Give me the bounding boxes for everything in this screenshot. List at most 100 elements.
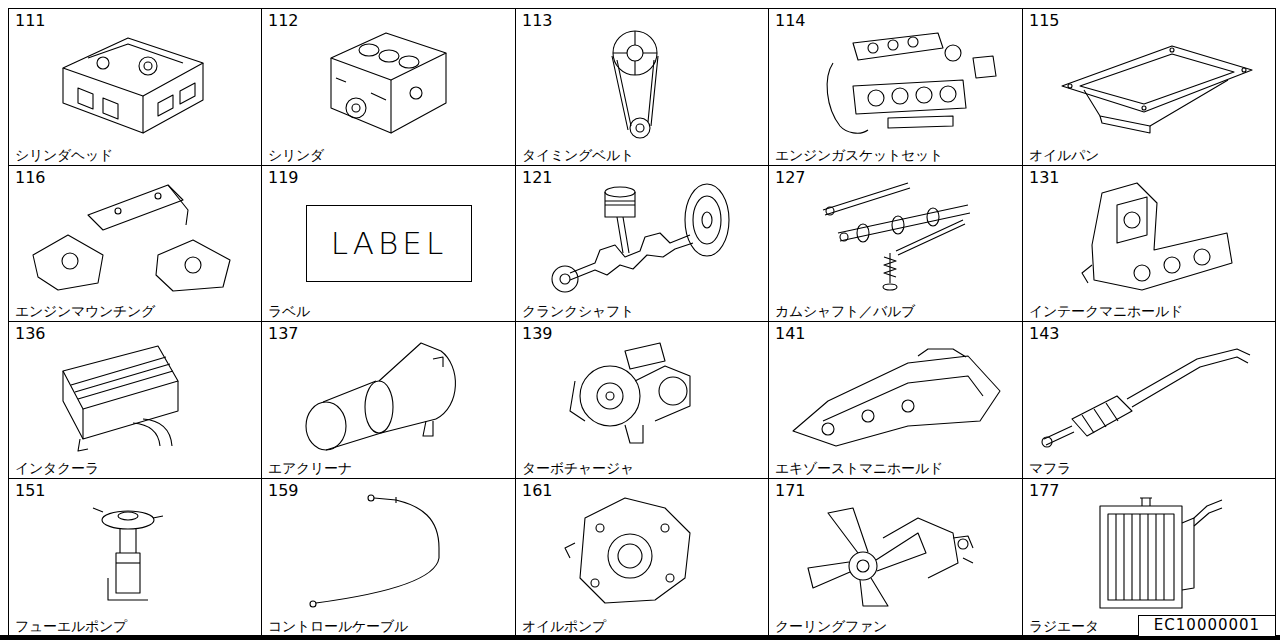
callout-number: 161 xyxy=(522,482,553,500)
callout-number: 121 xyxy=(522,169,553,187)
drawing-stroke xyxy=(685,184,729,256)
drawing-stroke xyxy=(868,90,884,106)
catalog-cell: 139ターボチャージャ xyxy=(515,321,769,479)
drawing-stroke xyxy=(630,118,650,138)
drawing-stroke xyxy=(570,243,693,280)
drawing-stroke xyxy=(78,439,88,451)
drawing-stroke xyxy=(410,87,422,99)
drawing-stroke xyxy=(902,400,914,412)
callout-number: 119 xyxy=(268,169,299,187)
cylinder-block-drawing xyxy=(331,33,446,133)
callout-number: 116 xyxy=(15,169,46,187)
drawing-stroke xyxy=(185,257,201,273)
callout-number: 136 xyxy=(15,325,46,343)
drawing-stroke xyxy=(860,578,888,606)
drawing-stroke xyxy=(702,212,712,228)
drawing-stroke xyxy=(62,253,78,269)
figure-code: EC10000001 xyxy=(1154,617,1260,634)
drawing-stroke xyxy=(399,56,419,68)
drawing-stroke xyxy=(331,58,391,133)
part-name: ラベル xyxy=(268,303,312,319)
part-name: オイルポンプ xyxy=(522,618,608,634)
drawing-stroke xyxy=(892,216,904,234)
drawing-stroke xyxy=(613,31,657,75)
drawing-stroke xyxy=(88,44,183,63)
drawing-stroke xyxy=(808,562,850,588)
label-box: LABEL xyxy=(306,205,472,282)
catalog-cell: 131インテークマニホールド xyxy=(1022,165,1276,322)
drawing-stroke xyxy=(617,217,629,253)
drawing-stroke xyxy=(346,98,366,118)
drawing-stroke xyxy=(1062,46,1252,112)
part-name: エンジンガスケットセット xyxy=(775,147,945,163)
intake-manifold-drawing xyxy=(1082,183,1232,290)
drawing-stroke xyxy=(597,383,623,409)
drawing-stroke xyxy=(883,284,897,290)
camshaft-drawing xyxy=(823,183,970,290)
drawing-stroke xyxy=(849,552,877,580)
catalog-cell: 137エアクリーナ xyxy=(261,321,516,479)
part-name: コントロールケーブル xyxy=(268,618,410,634)
callout-number: 151 xyxy=(15,482,46,500)
callout-number: 127 xyxy=(775,169,806,187)
drawing-stroke xyxy=(958,539,968,549)
catalog-cell: 119 ラベル LABEL xyxy=(261,165,516,322)
catalog-cell: 177ラジエータ xyxy=(1022,478,1276,637)
label-text: LABEL xyxy=(331,226,447,262)
drawing-stroke xyxy=(108,578,148,600)
callout-number: 113 xyxy=(522,12,553,30)
drawing-stroke xyxy=(896,220,965,255)
drawing-stroke xyxy=(625,343,665,369)
drawing-stroke xyxy=(1142,106,1146,110)
drawing-stroke xyxy=(33,235,103,290)
drawing-stroke xyxy=(323,381,381,450)
drawing-stroke xyxy=(180,83,195,104)
gasket-set-drawing xyxy=(827,33,996,133)
drawing-stroke xyxy=(116,562,140,563)
catalog-cell: 151フューエルポンプ xyxy=(8,478,262,637)
drawing-stroke xyxy=(63,38,203,96)
part-name: クランクシャフト xyxy=(522,303,636,319)
drawing-stroke xyxy=(889,253,890,283)
air-cleaner-drawing xyxy=(306,343,455,450)
drawing-stroke xyxy=(565,543,575,558)
catalog-cell: 161 オイルポンプ xyxy=(515,478,769,637)
drawing-stroke xyxy=(1042,437,1052,447)
drawing-stroke xyxy=(666,574,674,582)
drawing-stroke xyxy=(395,497,396,503)
drawing-stroke xyxy=(840,233,848,241)
catalog-cell: 115オイルパン xyxy=(1022,8,1276,166)
drawing-stroke xyxy=(940,86,956,102)
callout-number: 112 xyxy=(268,12,299,30)
drawing-stroke xyxy=(857,560,869,572)
drawing-stroke xyxy=(1100,506,1182,608)
drawing-stroke xyxy=(945,45,961,61)
drawing-stroke xyxy=(876,533,926,571)
drawing-stroke xyxy=(310,601,316,607)
drawing-stroke xyxy=(636,124,644,132)
part-name: インテークマニホールド xyxy=(1029,303,1185,319)
exhaust-manifold-drawing xyxy=(793,349,1000,446)
drawing-stroke xyxy=(1082,403,1118,433)
drawing-stroke xyxy=(862,410,874,422)
catalog-cell: 121 クランクシャフト xyxy=(515,165,769,322)
part-name: クーリングファン xyxy=(775,618,889,634)
drawing-stroke xyxy=(97,57,109,69)
drawing-stroke xyxy=(827,63,868,133)
drawing-stroke xyxy=(853,80,966,114)
drawing-stroke xyxy=(391,53,446,133)
callout-number: 141 xyxy=(775,325,806,343)
drawing-stroke xyxy=(1108,514,1174,600)
drawing-stroke xyxy=(608,534,652,578)
catalog-cell: 159コントロールケーブル xyxy=(261,478,516,637)
callout-number: 139 xyxy=(522,325,553,343)
drawing-stroke xyxy=(365,381,393,433)
drawing-stroke xyxy=(606,392,614,400)
drawing-stroke xyxy=(168,185,188,225)
radiator-drawing xyxy=(1100,498,1222,608)
drawing-stroke xyxy=(368,495,374,501)
callout-number: 171 xyxy=(775,482,806,500)
